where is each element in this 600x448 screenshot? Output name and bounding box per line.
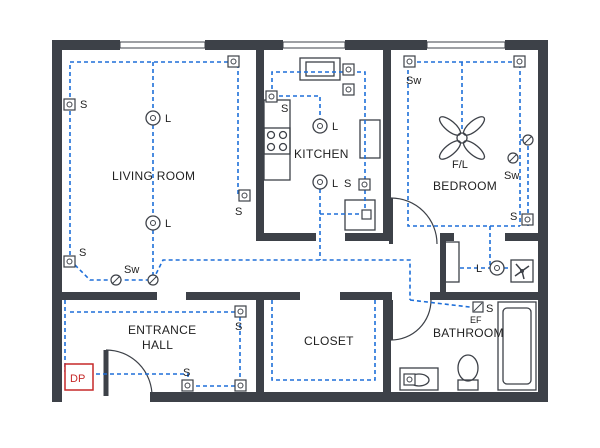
switch-icon: [507, 152, 519, 164]
switch-icon: [522, 134, 534, 146]
bedroom-label: BEDROOM: [433, 179, 497, 193]
fan-light-label: F/L: [452, 159, 468, 171]
switch-label: Sw: [124, 264, 139, 276]
outlet-icon: [342, 63, 355, 76]
exhaust-fan-icon: [510, 259, 534, 283]
kitchen-label: KITCHEN: [294, 147, 349, 161]
distribution-panel-icon: [64, 363, 94, 391]
entrance-label: ENTRANCE: [128, 323, 196, 337]
light-label: L: [476, 263, 482, 275]
ceiling-fan-icon: [438, 116, 486, 160]
outlet-label: S: [486, 303, 493, 315]
outlet-icon: [342, 83, 355, 96]
outlet-icon: [403, 373, 416, 386]
switch-label: Sw: [406, 75, 421, 87]
outlet-label: S: [235, 206, 242, 218]
outlet-label: S: [80, 99, 87, 111]
outlet-icon: [361, 209, 372, 220]
exhaust-fan-label: EF: [470, 315, 482, 325]
switch-label: Sw: [504, 170, 519, 182]
switch-icon: [110, 274, 122, 286]
distribution-panel-label: DP: [70, 373, 85, 385]
walls: [52, 40, 548, 402]
living-room-label: LIVING ROOM: [112, 169, 195, 183]
light-icon: [312, 118, 328, 134]
switch-icon: [147, 274, 159, 286]
light-label: L: [165, 113, 171, 125]
room-labels: LIVING ROOM KITCHEN BEDROOM ENTRANCE HAL…: [112, 147, 504, 352]
light-icon: [145, 110, 161, 126]
outlet-icon: [238, 189, 251, 202]
outlet-icon: [234, 379, 247, 392]
light-icon: [489, 260, 505, 276]
outlet-icon: [181, 379, 194, 392]
outlet-icon: [63, 98, 76, 111]
outlet-icon: [265, 90, 278, 103]
outlet-label: S: [281, 103, 288, 115]
light-label: L: [332, 121, 338, 133]
doors: [103, 197, 438, 397]
windows: [119, 41, 506, 49]
outlet-icon: [63, 255, 76, 268]
outlet-label: S: [235, 321, 242, 333]
outlet-label: S: [344, 178, 351, 190]
switch-icon: [472, 301, 484, 313]
outlet-label: S: [79, 247, 86, 259]
outlet-label: S: [510, 211, 517, 223]
light-icon: [312, 174, 328, 190]
outlet-icon: [234, 305, 247, 318]
fixtures: [263, 57, 537, 391]
outlet-icon: [521, 213, 534, 226]
outlet-icon: [227, 55, 240, 68]
hall-label: HALL: [142, 338, 173, 352]
light-label: L: [332, 178, 338, 190]
closet-label: CLOSET: [304, 334, 354, 348]
outlet-icon: [513, 55, 526, 68]
light-label: L: [165, 218, 171, 230]
light-icon: [145, 215, 161, 231]
outlet-label: S: [183, 367, 190, 379]
symbols: S S S S S S S S L L L L S L: [63, 55, 534, 392]
bathroom-label: BATHROOM: [433, 326, 504, 340]
outlet-icon: [358, 178, 371, 191]
outlet-icon: [403, 55, 416, 68]
